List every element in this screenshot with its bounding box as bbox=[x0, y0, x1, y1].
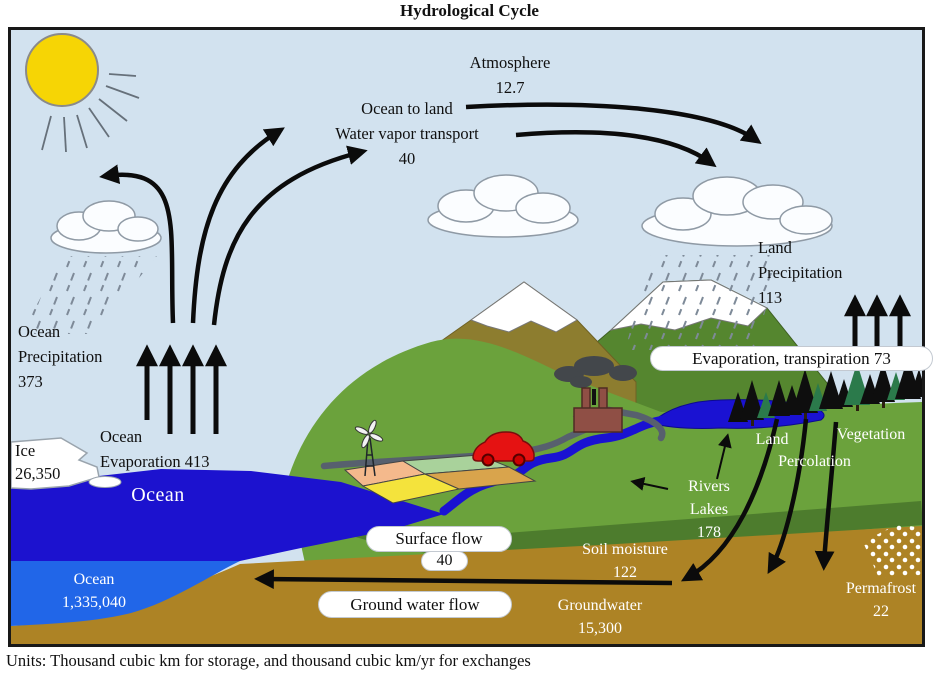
rain-left bbox=[21, 256, 157, 334]
badge-surface-flow-value: 40 bbox=[421, 551, 468, 571]
label-vegetation: Vegetation bbox=[836, 426, 906, 443]
sun-rays bbox=[41, 73, 140, 153]
arrow-vapor-transport-2 bbox=[515, 130, 717, 168]
ice-shape bbox=[11, 437, 122, 490]
arrow-rivers-pointer bbox=[716, 433, 732, 480]
cloud-middle-icon bbox=[427, 174, 579, 238]
badge-evapotranspiration: Evaporation, transpiration 73 bbox=[650, 346, 933, 371]
label-ocean-name: Ocean bbox=[131, 484, 185, 506]
label-ocean-precipitation: Ocean Precipitation 373 bbox=[18, 322, 103, 391]
label-atmosphere: Atmosphere 12.7 bbox=[469, 53, 551, 97]
factory-icon bbox=[554, 356, 637, 433]
figure-title: Hydrological Cycle bbox=[400, 1, 539, 20]
label-ocean-evaporation: Ocean Evaporation 413 bbox=[100, 427, 210, 471]
ocean-deep-shape bbox=[11, 469, 444, 561]
snowcap-olive-mountain bbox=[469, 281, 578, 333]
label-permafrost: Permafrost 22 bbox=[845, 580, 917, 620]
label-rivers-lakes: Rivers Lakes 178 bbox=[688, 478, 730, 541]
label-land-percolation-1: Land bbox=[755, 431, 789, 448]
sun-icon bbox=[25, 33, 140, 153]
label-vapor-transport: Ocean to land Water vapor transport 40 bbox=[335, 99, 479, 168]
windmill-icon bbox=[354, 419, 384, 477]
road-shape bbox=[320, 406, 666, 470]
car-icon bbox=[472, 431, 535, 467]
arrow-soil-pointer bbox=[630, 477, 669, 491]
arrow-to-ocean-cloud bbox=[99, 164, 176, 324]
label-soil-moisture: Soil moisture 122 bbox=[582, 541, 668, 581]
label-groundwater: Groundwater 15,300 bbox=[557, 597, 643, 637]
vegetation-trees bbox=[728, 357, 922, 426]
arrow-vapor-transport-1 bbox=[465, 102, 762, 145]
arrow-vapor-rise-2 bbox=[211, 145, 368, 326]
label-ocean-storage: Ocean 1,335,040 bbox=[62, 571, 126, 611]
units-caption: Units: Thousand cubic km for storage, an… bbox=[6, 651, 531, 670]
arrow-vapor-rise-1 bbox=[190, 127, 285, 324]
cloud-left-icon bbox=[50, 200, 162, 254]
arrows-ocean-evaporation bbox=[135, 344, 228, 434]
soil-ground bbox=[11, 526, 922, 644]
arrows-transpiration bbox=[843, 294, 912, 346]
diagram-canvas: Atmosphere 12.7 Ocean to land Water vapo… bbox=[8, 27, 933, 647]
rain-right bbox=[625, 255, 783, 350]
flow-arrows bbox=[99, 102, 912, 590]
ocean-shelf-shape bbox=[11, 561, 240, 626]
arrows-percolation bbox=[680, 418, 839, 582]
badge-ground-water-flow: Ground water flow bbox=[318, 591, 512, 618]
arrow-groundwater-flow bbox=[254, 569, 673, 590]
cloud-right-icon bbox=[641, 176, 833, 247]
label-land-precipitation: Land Precipitation 113 bbox=[758, 238, 843, 307]
badge-surface-flow: Surface flow bbox=[366, 526, 512, 552]
label-land-percolation-2: Percolation bbox=[778, 453, 851, 470]
permafrost-dots bbox=[863, 524, 922, 578]
label-ice: Ice 26,350 bbox=[15, 441, 61, 483]
smoke-icon bbox=[554, 356, 637, 388]
